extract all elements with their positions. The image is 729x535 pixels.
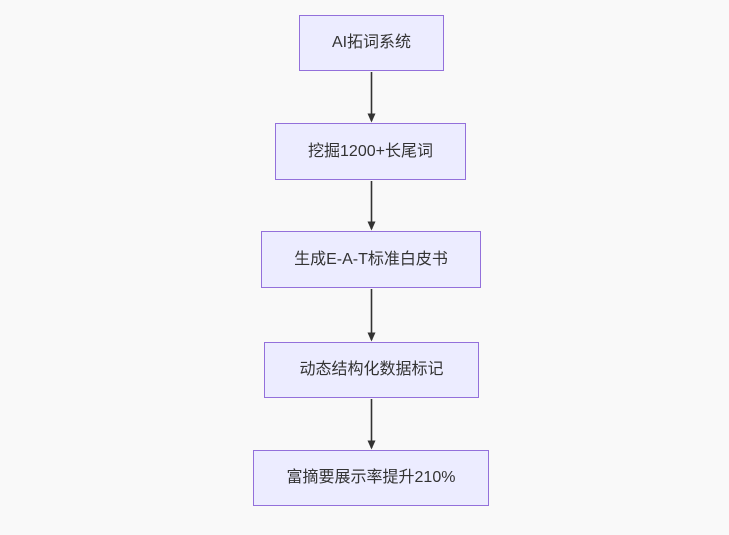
flowchart-node-eat-whitepaper: 生成E-A-T标准白皮书 (261, 231, 481, 288)
node-label: 挖掘1200+长尾词 (308, 142, 433, 160)
flowchart-node-longtail-keywords: 挖掘1200+长尾词 (275, 123, 466, 180)
node-label: 富摘要展示率提升210% (286, 469, 456, 487)
flowchart-node-structured-data: 动态结构化数据标记 (264, 342, 479, 398)
node-label: 动态结构化数据标记 (299, 361, 444, 379)
flowchart-node-ai-system: AI拓词系统 (299, 15, 444, 71)
node-label: AI拓词系统 (331, 34, 412, 52)
node-label: 生成E-A-T标准白皮书 (294, 250, 448, 268)
flowchart-node-rich-snippet-rate: 富摘要展示率提升210% (253, 450, 489, 506)
